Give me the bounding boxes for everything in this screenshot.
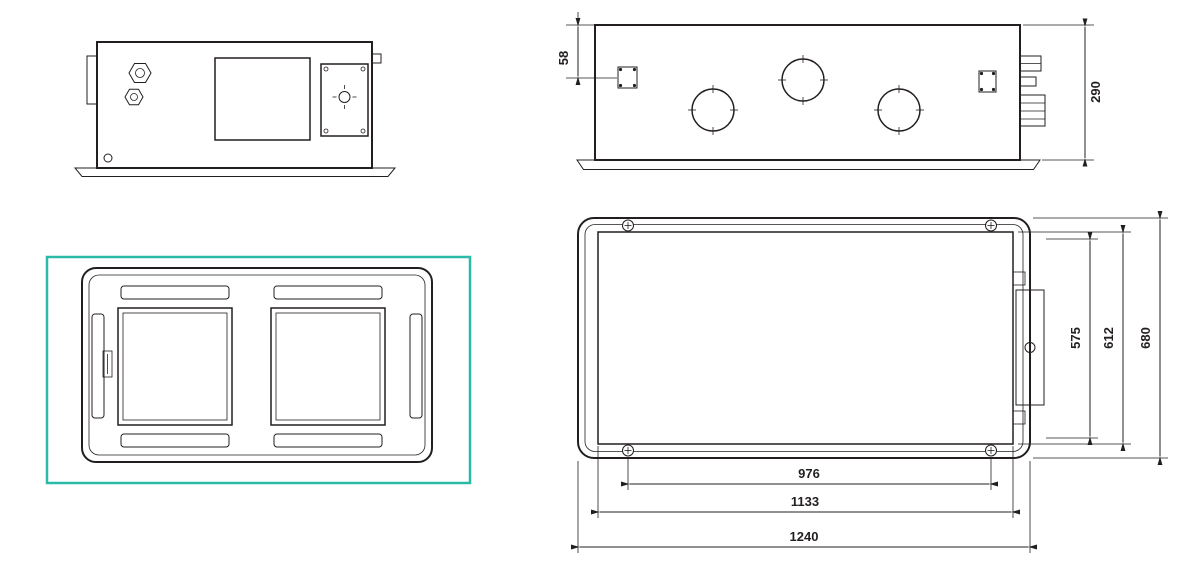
ceiling-panel-view (45, 255, 472, 485)
intake-grille-left (117, 307, 233, 426)
dim-label-58: 58 (556, 51, 571, 65)
front-view-ceiling-panel-flange (576, 159, 1041, 170)
wiring-knockout-left (617, 66, 638, 89)
corner-screw (985, 444, 997, 457)
corner-screw (985, 219, 997, 232)
dim-label-1133: 1133 (791, 494, 819, 509)
drain-connection-stub (372, 53, 382, 64)
dimension-575: 575 (1046, 231, 1098, 446)
front-view-body (594, 24, 1021, 161)
grille-mesh (275, 312, 381, 421)
hex-nut-small (124, 88, 144, 106)
dimension-612: 612 (1018, 224, 1131, 452)
side-view (73, 41, 397, 177)
air-outlet-slots (91, 285, 423, 448)
dim-label-612: 612 (1101, 327, 1116, 349)
hanging-bracket (1012, 271, 1045, 425)
highlight-box (45, 255, 472, 485)
grille-frame (270, 307, 386, 426)
dimension-58: 58 (556, 12, 617, 86)
dim-label-976: 976 (798, 466, 820, 481)
center-marks (874, 85, 924, 135)
center-marks (778, 55, 828, 105)
pump-port (338, 91, 351, 103)
dimension-976: 976 (620, 459, 999, 490)
front-view: 58 290 (556, 12, 1103, 170)
dim-label-1240: 1240 (790, 529, 819, 544)
corner-screw (622, 444, 634, 457)
side-view-ceiling-panel-flange (73, 167, 397, 177)
dimension-1240: 1240 (570, 461, 1038, 553)
hex-nut-large-bore (135, 68, 145, 78)
plan-view: 976 1133 1240 575 612 (570, 210, 1168, 553)
pump-port-center-marks (332, 85, 357, 109)
dimension-1133: 1133 (590, 446, 1021, 518)
dimension-290: 290 (1023, 18, 1103, 167)
grille-frame (117, 307, 233, 426)
outlet-slot-right (409, 313, 423, 419)
side-pipe-connections (1019, 55, 1046, 127)
outlet-slot-top-left (120, 285, 230, 300)
pump-cover-screws (323, 66, 366, 134)
plan-frame-inner-line (584, 224, 1024, 452)
hex-nut-small-bore (130, 93, 138, 101)
plan-outer-frame (577, 217, 1031, 459)
panel-inner-edge (88, 274, 426, 456)
outlet-slot-bottom-right (273, 433, 383, 448)
corner-screw (622, 219, 634, 232)
outlet-slot-bottom-left (120, 433, 230, 448)
drain-outlet (103, 153, 113, 163)
outlet-slot-left (91, 313, 105, 419)
pump-cover (320, 63, 369, 137)
duct-knockout-center (778, 55, 828, 105)
dim-label-575: 575 (1068, 327, 1083, 349)
center-marks (688, 85, 738, 135)
drain-pump-unit (320, 63, 369, 137)
corner-screws (622, 219, 997, 457)
outlet-slot-top-right (273, 285, 383, 300)
grille-mesh (122, 312, 228, 421)
side-mounting-bracket (86, 55, 97, 105)
dim-label-290: 290 (1088, 81, 1103, 103)
hex-nut-large (128, 63, 152, 83)
brand-label (102, 350, 113, 378)
panel-outer-edge (81, 267, 433, 463)
dim-label-680: 680 (1138, 327, 1153, 349)
duct-knockout-left (688, 85, 738, 135)
wiring-knockout-right (978, 70, 997, 93)
refrigerant-pipe-nuts (124, 63, 152, 106)
plan-unit-body (597, 231, 1014, 445)
intake-grille-right (270, 307, 386, 426)
duct-knockout-right (874, 85, 924, 135)
electrical-box (214, 57, 311, 141)
dimension-680: 680 (1033, 210, 1168, 466)
